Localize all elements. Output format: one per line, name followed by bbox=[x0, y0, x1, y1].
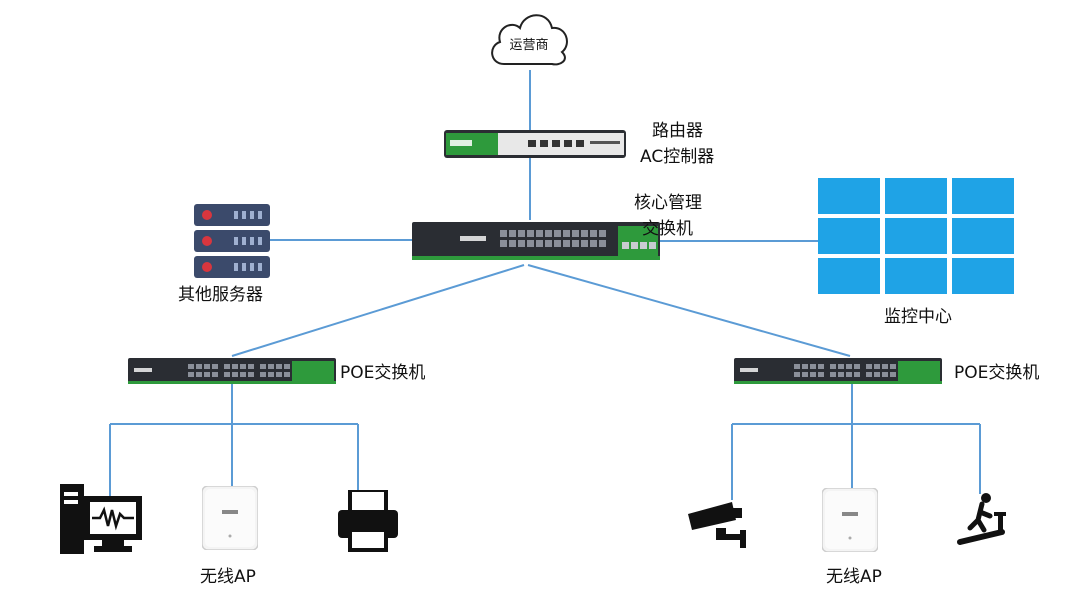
poe-switch-left-device bbox=[128, 358, 336, 384]
poe-switch-left-label: POE交换机 bbox=[340, 363, 426, 383]
monitor-center-label: 监控中心 bbox=[884, 307, 952, 327]
poe-switch-right-device bbox=[734, 358, 942, 384]
core-switch-label-line2: 交换机 bbox=[642, 219, 693, 239]
treadmill-icon bbox=[957, 493, 1006, 545]
router-label-line2: AC控制器 bbox=[640, 147, 715, 167]
wireless-ap-icon bbox=[822, 488, 878, 552]
poe-switch-right-label: POE交换机 bbox=[954, 363, 1040, 383]
wireless-ap-icon bbox=[202, 486, 258, 550]
router-device bbox=[444, 130, 626, 158]
router-label-line1: 路由器 bbox=[652, 121, 703, 141]
printer-icon bbox=[338, 490, 398, 552]
servers-label: 其他服务器 bbox=[178, 285, 263, 305]
ap-left-label: 无线AP bbox=[200, 567, 256, 587]
ap-right-label: 无线AP bbox=[826, 567, 882, 587]
core-switch-device bbox=[412, 222, 660, 260]
isp-label: 运营商 bbox=[509, 38, 549, 53]
cloud-icon bbox=[491, 14, 568, 66]
video-wall-icon bbox=[818, 178, 1014, 294]
core-poe-left-link bbox=[231, 264, 525, 357]
core-poe-right-link bbox=[527, 264, 851, 357]
core-switch-label-line1: 核心管理 bbox=[634, 193, 702, 213]
security-camera-icon bbox=[688, 502, 746, 548]
server-rack-icon bbox=[194, 204, 270, 278]
computer-icon bbox=[60, 484, 142, 554]
